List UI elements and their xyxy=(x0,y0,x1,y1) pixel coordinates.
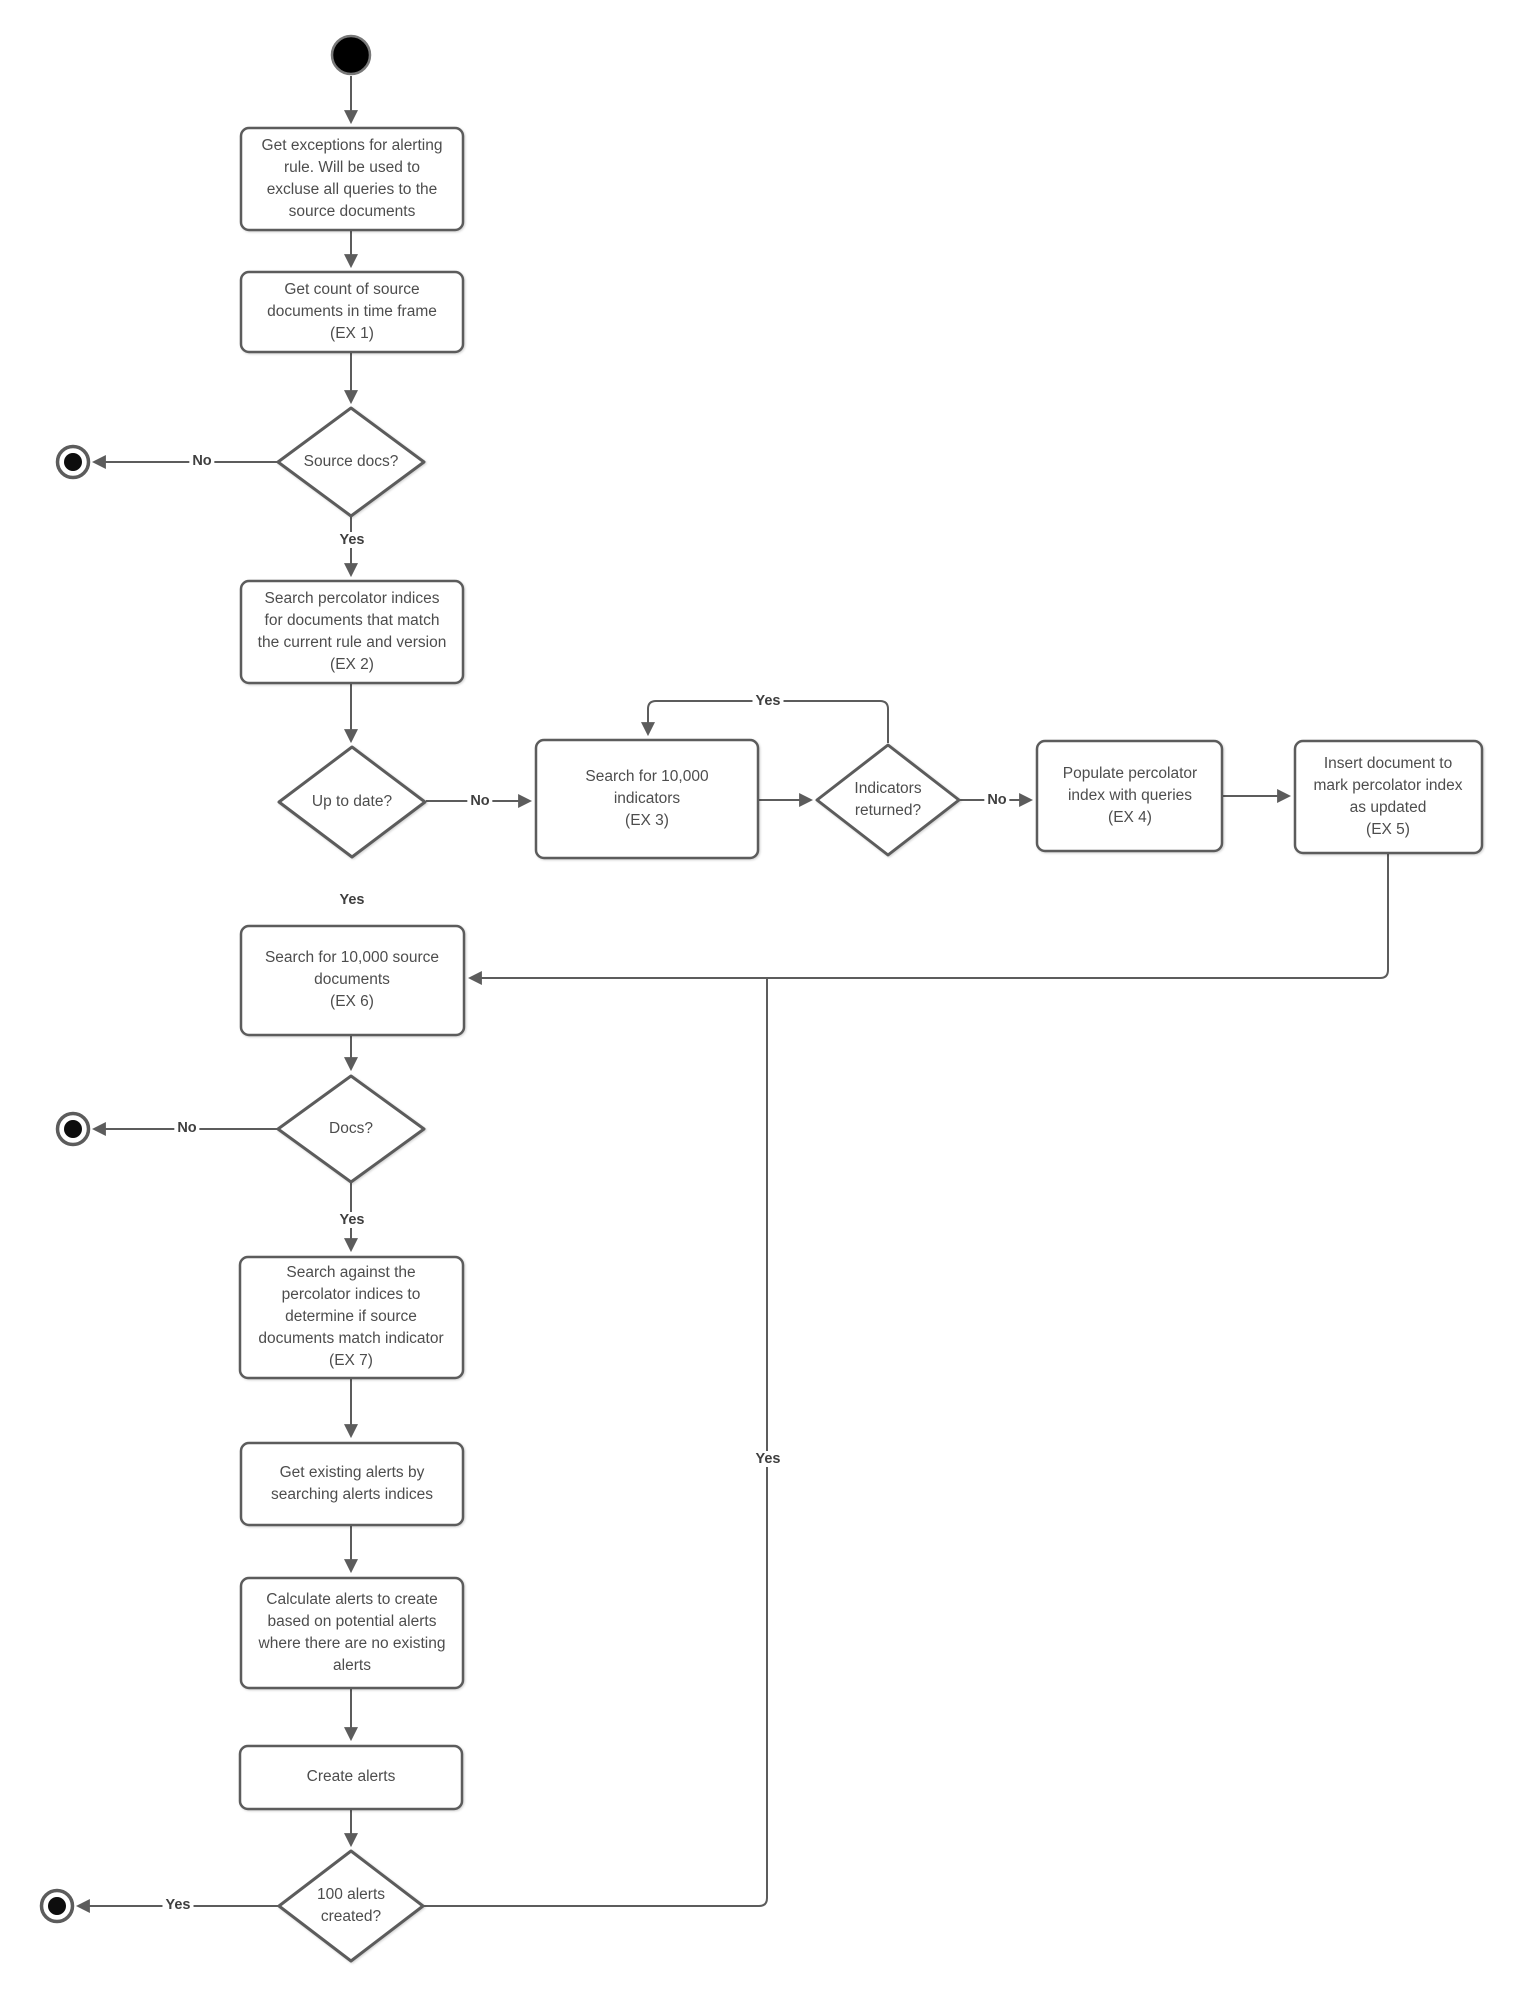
end-node-docs xyxy=(55,1111,91,1147)
edge-indicators-yes-loop-to-search-indicators xyxy=(641,700,889,743)
task-get-exceptions-shape xyxy=(239,126,465,232)
task-insert-document-shape xyxy=(1293,739,1484,855)
edge-alerts-created-yes-loop-to-search-source-docs xyxy=(424,979,768,1907)
task-create-alerts-shape xyxy=(238,1744,464,1811)
task-get-count-shape xyxy=(239,270,465,354)
task-search-against-percolator-shape xyxy=(238,1255,465,1380)
end-node-source-docs xyxy=(55,444,91,480)
decision-source-docs-shape xyxy=(276,406,426,518)
task-populate-percolator-shape xyxy=(1035,739,1224,853)
task-get-existing-alerts-shape xyxy=(239,1441,465,1527)
task-search-source-docs-shape xyxy=(239,924,466,1037)
end-node-inner-dot xyxy=(48,1897,66,1915)
task-search-indicators-shape xyxy=(534,738,760,860)
edge-insert-document-to-search-source-docs xyxy=(467,854,1389,985)
decision-indicators-returned-shape xyxy=(815,743,961,857)
task-search-percolator-shape xyxy=(239,579,465,685)
decision-alerts-created-shape xyxy=(277,1849,425,1963)
end-node-inner-dot xyxy=(64,1120,82,1138)
end-node-inner-dot xyxy=(64,453,82,471)
start-node xyxy=(330,34,372,76)
task-calculate-alerts-shape xyxy=(239,1576,465,1690)
end-node-alerts-created xyxy=(39,1888,75,1924)
decision-up-to-date-shape xyxy=(277,745,427,859)
decision-docs-shape xyxy=(276,1074,426,1184)
